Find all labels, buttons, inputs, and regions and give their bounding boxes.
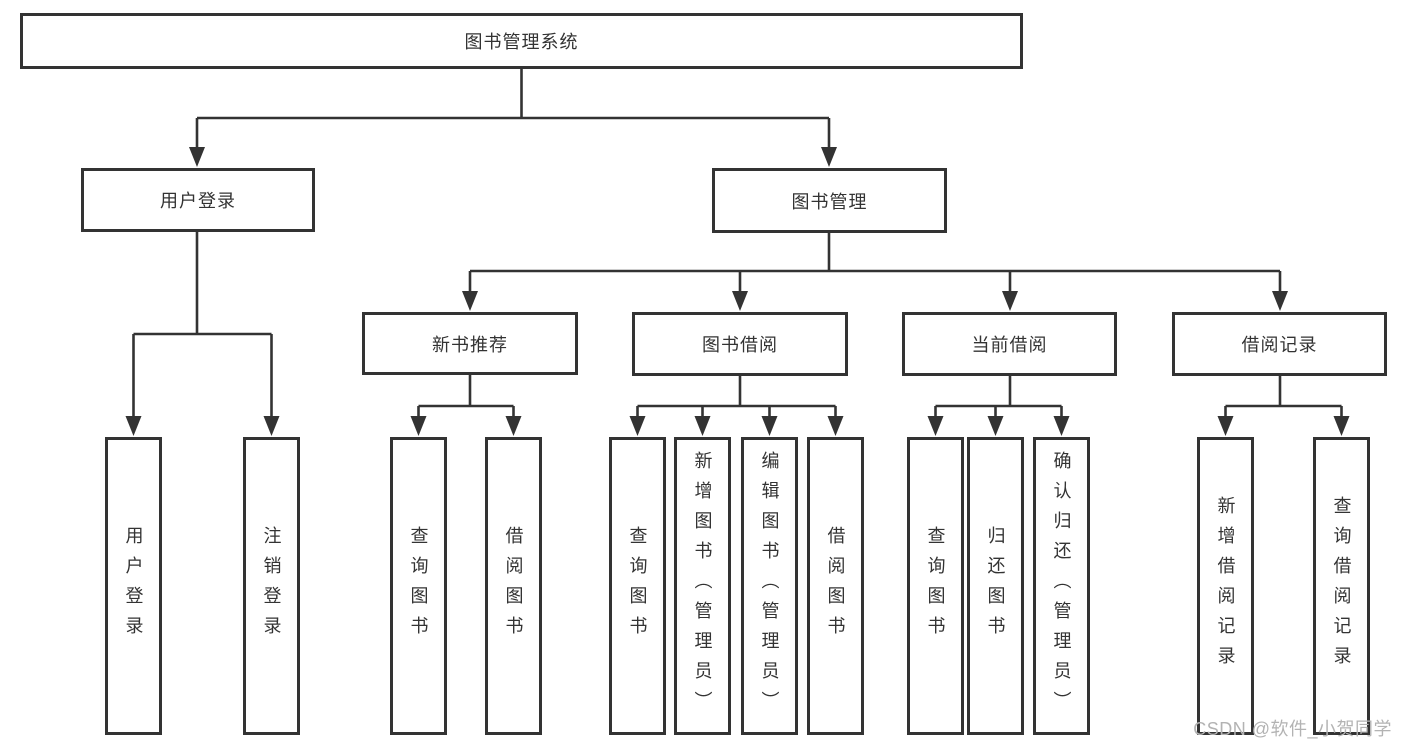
node-label: 注销登录 bbox=[261, 526, 282, 646]
leaf-borrow-books: 借阅图书 bbox=[807, 437, 864, 735]
node-label: 当前借阅 bbox=[971, 335, 1048, 355]
arrowhead-down-icon bbox=[1333, 416, 1350, 436]
arrowhead-down-icon bbox=[263, 416, 280, 436]
node-borrow-records: 借阅记录 bbox=[1172, 312, 1387, 376]
arrowhead-down-icon bbox=[1053, 416, 1070, 436]
node-user-login: 用户登录 bbox=[81, 168, 315, 232]
arrowhead-down-icon bbox=[761, 416, 778, 436]
node-label: 新增图书（管理员） bbox=[692, 451, 713, 721]
arrowhead-down-icon bbox=[189, 147, 205, 167]
arrowhead-down-icon bbox=[505, 416, 522, 436]
arrowhead-down-icon bbox=[821, 147, 837, 167]
node-label: 图书借阅 bbox=[702, 335, 778, 355]
arrowhead-down-icon bbox=[410, 416, 427, 436]
node-label: 图书管理 bbox=[791, 191, 868, 212]
leaf-query-books-recommend: 查询图书 bbox=[390, 437, 447, 735]
leaf-confirm-return-admin: 确认归还（管理员） bbox=[1033, 437, 1090, 735]
node-label: 查询图书 bbox=[408, 526, 429, 646]
arrowhead-down-icon bbox=[827, 416, 844, 436]
node-label: 新书推荐 bbox=[432, 334, 508, 355]
node-label: 确认归还（管理员） bbox=[1051, 451, 1072, 721]
arrowhead-down-icon bbox=[987, 416, 1004, 436]
csdn-watermark: CSDN @软件_小贺同学 bbox=[1193, 719, 1392, 739]
node-root-system: 图书管理系统 bbox=[20, 13, 1023, 69]
node-label: 归还图书 bbox=[985, 526, 1006, 646]
arrowhead-down-icon bbox=[732, 291, 748, 311]
node-label: 借阅图书 bbox=[825, 526, 846, 646]
leaf-query-borrow-record: 查询借阅记录 bbox=[1313, 437, 1370, 735]
arrowhead-down-icon bbox=[1217, 416, 1234, 436]
node-label: 用户登录 bbox=[160, 191, 236, 211]
node-current-borrow: 当前借阅 bbox=[902, 312, 1117, 376]
leaf-logout: 注销登录 bbox=[243, 437, 300, 735]
arrowhead-down-icon bbox=[927, 416, 944, 436]
leaf-edit-books-admin: 编辑图书（管理员） bbox=[741, 437, 798, 735]
leaf-add-borrow-record: 新增借阅记录 bbox=[1197, 437, 1254, 735]
arrowhead-down-icon bbox=[125, 416, 142, 436]
node-label: 借阅图书 bbox=[503, 526, 524, 646]
leaf-query-books-current: 查询图书 bbox=[907, 437, 964, 735]
arrowhead-down-icon bbox=[1002, 291, 1018, 311]
leaf-user-login: 用户登录 bbox=[105, 437, 162, 735]
arrowhead-down-icon bbox=[1272, 291, 1288, 311]
arrowhead-down-icon bbox=[694, 416, 711, 436]
arrowhead-down-icon bbox=[629, 416, 646, 436]
node-label: 用户登录 bbox=[123, 526, 144, 646]
node-label: 编辑图书（管理员） bbox=[759, 451, 780, 721]
node-label: 查询借阅记录 bbox=[1331, 496, 1352, 676]
node-book-borrow: 图书借阅 bbox=[632, 312, 848, 376]
leaf-return-books: 归还图书 bbox=[967, 437, 1024, 735]
node-book-management: 图书管理 bbox=[712, 168, 947, 233]
leaf-borrow-books-recommend: 借阅图书 bbox=[485, 437, 542, 735]
leaf-query-books-borrow: 查询图书 bbox=[609, 437, 666, 735]
node-label: 查询图书 bbox=[627, 526, 648, 646]
node-label: 新增借阅记录 bbox=[1215, 496, 1236, 676]
arrowhead-down-icon bbox=[462, 291, 478, 311]
leaf-add-books-admin: 新增图书（管理员） bbox=[674, 437, 731, 735]
node-label: 借阅记录 bbox=[1241, 335, 1318, 355]
node-label: 图书管理系统 bbox=[464, 32, 579, 52]
node-new-book-recommend: 新书推荐 bbox=[362, 312, 578, 375]
node-label: 查询图书 bbox=[925, 526, 946, 646]
